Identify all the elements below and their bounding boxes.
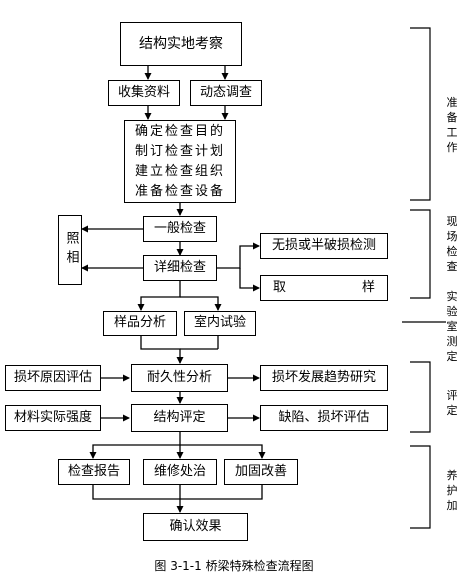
node-sample-analysis: 样品分析 [103, 311, 177, 336]
node-lab-test-label: 室内试验 [193, 315, 246, 331]
node-detailed: 详细检查 [143, 255, 217, 281]
node-prep-line-4: 准备检查设备 [134, 183, 225, 199]
node-general: 一般检查 [143, 216, 217, 242]
node-sampling-left: 取 [273, 279, 287, 295]
node-ndt: 无损或半破损检测 [260, 233, 388, 259]
node-lab-test: 室内试验 [184, 311, 256, 336]
connector-strengthen-confirm [180, 485, 263, 500]
node-report-label: 检查报告 [67, 463, 120, 479]
node-defect-eval: 缺陷、损坏评估 [260, 405, 388, 431]
node-collect: 收集资料 [108, 80, 180, 106]
node-trend-label: 损坏发展趋势研究 [271, 369, 376, 385]
node-sampling-right: 样 [361, 279, 375, 295]
node-struct-eval-label: 结构评定 [153, 409, 206, 425]
node-durability-label: 耐久性分析 [146, 369, 212, 385]
node-photo-label: 照相 [63, 231, 79, 269]
node-dynamic-label: 动态调查 [199, 84, 252, 100]
node-survey: 结构实地考察 [120, 22, 242, 66]
node-general-label: 一般检查 [153, 220, 206, 236]
arrow-detailed-sample [137, 281, 181, 311]
node-prep-line-1: 确定检查目的 [134, 123, 225, 139]
arrow-detailed-ndt [217, 242, 260, 269]
node-trend: 损坏发展趋势研究 [260, 365, 388, 391]
phase-label-maint: 养护加 [446, 469, 458, 512]
figure-caption: 图 3-1-1 桥梁特殊检查流程图 [154, 559, 314, 573]
node-prep-line-2: 制订检查计划 [134, 143, 225, 159]
node-durability: 耐久性分析 [131, 364, 228, 392]
node-material-label: 材料实际强度 [13, 409, 92, 425]
node-material: 材料实际强度 [5, 405, 101, 431]
node-sampling-text: 取 样 [261, 280, 387, 297]
arrow-detailed-lab [180, 296, 222, 311]
bracket-field [410, 209, 431, 299]
arrow-struct-report [89, 432, 181, 459]
node-strengthen-label: 加固改善 [234, 463, 287, 479]
node-struct-eval: 结构评定 [131, 404, 228, 432]
node-cause-eval: 损坏原因评估 [5, 365, 101, 391]
node-sample-analysis-label: 样品分析 [113, 315, 166, 331]
node-sampling: 取 样 [260, 275, 388, 301]
phase-label-prep: 准备工作 [446, 96, 458, 154]
phase-label-field: 现场检查 [446, 215, 458, 273]
node-collect-label: 收集资料 [117, 84, 170, 100]
arrow-report-confirm [92, 485, 184, 513]
node-repair: 维修处治 [143, 459, 217, 485]
node-detailed-label: 详细检查 [153, 259, 206, 275]
arrow-detailed-sampling [239, 268, 260, 292]
bracket-maint [410, 445, 431, 529]
arrow-sample-durability [140, 336, 184, 364]
node-report: 检查报告 [58, 459, 130, 485]
node-cause-eval-label: 损坏原因评估 [13, 369, 92, 385]
node-strengthen: 加固改善 [224, 459, 298, 485]
bracket-eval [410, 361, 431, 433]
node-ndt-label: 无损或半破损检测 [271, 237, 376, 253]
node-confirm: 确认效果 [143, 513, 248, 541]
node-repair-label: 维修处治 [153, 463, 206, 479]
node-defect-eval-label: 缺陷、损坏评估 [278, 409, 370, 425]
node-survey-label: 结构实地考察 [139, 35, 223, 52]
node-photo: 照相 [58, 215, 82, 285]
node-prep: 确定检查目的 制订检查计划 建立检查组织 准备检查设备 [124, 120, 236, 203]
phase-label-lab: 实验室测定 [446, 290, 458, 363]
bracket-prep [410, 27, 431, 201]
node-dynamic: 动态调查 [190, 80, 262, 106]
node-prep-line-3: 建立检查组织 [134, 163, 225, 179]
node-confirm-label: 确认效果 [169, 518, 222, 534]
phase-label-eval: 评定 [446, 389, 458, 417]
arrow-struct-strengthen [180, 444, 266, 459]
